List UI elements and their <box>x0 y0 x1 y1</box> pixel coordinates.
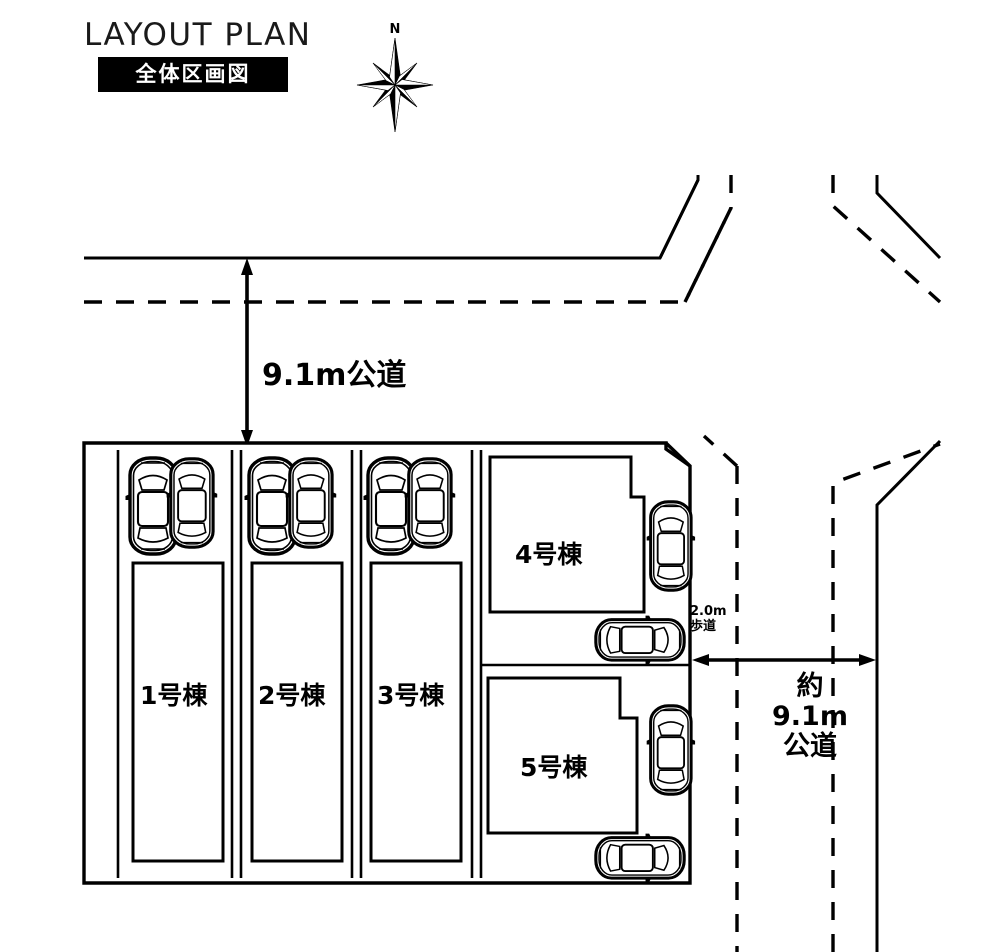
building-footprint-4 <box>488 455 646 614</box>
parking-car <box>284 457 338 549</box>
compass-rose: N <box>355 22 435 133</box>
building-footprint-2 <box>250 561 344 863</box>
dimension-label-right-road: 約 9.1m 公道 <box>755 671 865 763</box>
compass-north-label: N <box>389 22 401 37</box>
parking-car <box>645 704 697 796</box>
dimension-label-top-road: 9.1m公道 <box>262 358 407 393</box>
parking-car <box>403 457 457 549</box>
parking-car <box>645 500 697 592</box>
dimension-arrow-top-road <box>241 258 253 447</box>
page-title: LAYOUT PLAN <box>84 17 312 53</box>
building-footprint-1 <box>131 561 225 863</box>
page-subtitle: 全体区画図 <box>135 62 251 87</box>
parking-car <box>165 457 219 549</box>
building-label-5: 5号棟 <box>520 753 588 782</box>
title-block: LAYOUT PLAN 全体区画図 <box>84 17 334 93</box>
dimension-label-sidewalk: 2.0m 歩道 <box>690 604 727 634</box>
right-road-type: 公道 <box>783 731 837 763</box>
right-road <box>658 175 942 952</box>
building-footprint-3 <box>369 561 463 863</box>
top-road <box>84 179 733 304</box>
sidewalk-name: 歩道 <box>690 618 717 634</box>
dimension-arrow-right-road <box>692 654 876 666</box>
building-label-2: 2号棟 <box>258 681 326 710</box>
building-label-4: 4号棟 <box>515 540 583 569</box>
sidewalk-width: 2.0m <box>690 604 727 619</box>
parking-car <box>594 832 686 884</box>
building-footprint-5 <box>486 676 639 835</box>
parking-car <box>594 614 686 666</box>
compass-rose-icon <box>356 37 434 133</box>
right-road-approx: 約 <box>796 671 824 702</box>
right-road-width: 9.1m <box>772 701 848 733</box>
title-banner: 全体区画図 <box>98 57 288 93</box>
building-label-1: 1号棟 <box>140 681 208 710</box>
plot-dividers <box>116 450 690 878</box>
building-label-3: 3号棟 <box>377 681 445 710</box>
